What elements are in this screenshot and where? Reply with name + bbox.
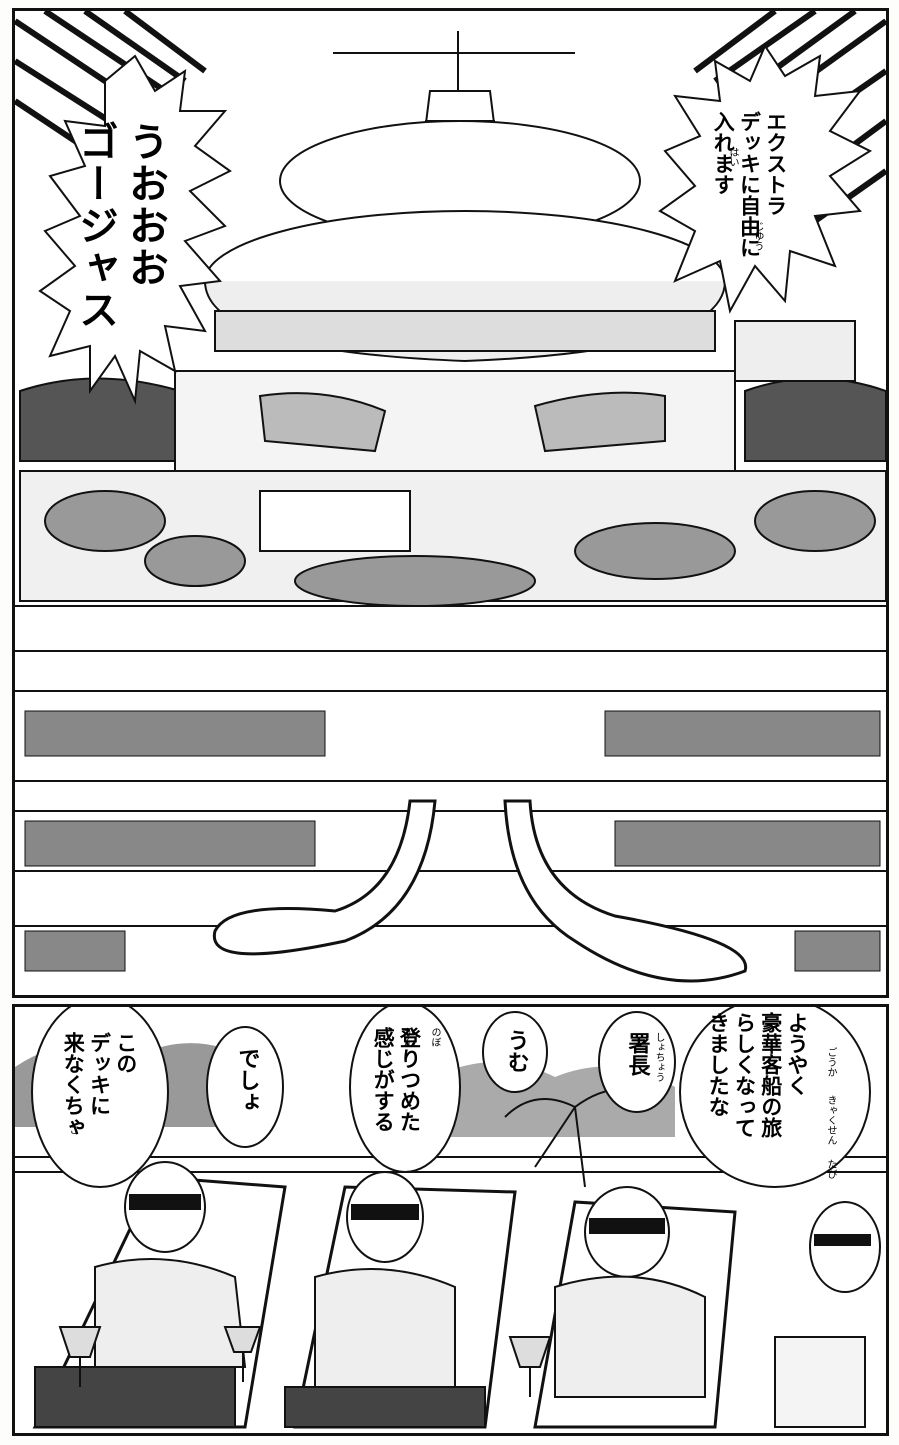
ruby-shochou: しょちょう <box>653 1032 664 1082</box>
ruby-ko: こ <box>67 1125 78 1135</box>
ruby-kan: かん <box>401 1027 412 1047</box>
wine-glasses <box>58 1326 552 1397</box>
panel-ship-deck: うおおお ゴージャス エクストラ デッキに自由に 入れます じゆう はい <box>12 8 889 998</box>
railings <box>15 605 886 927</box>
sfx-burst <box>38 54 232 405</box>
dialogue-extra-deck: エクストラ デッキに自由に 入れます <box>711 111 788 258</box>
dialogue-desho: でしょ <box>234 1047 260 1113</box>
dialogue-nobori: 登りつめた 感じがする <box>371 1027 422 1132</box>
lounger-rows <box>24 710 881 972</box>
ruby-jiyuu: じゆう <box>752 221 763 251</box>
ruby-gouka: ごうか <box>825 1047 836 1077</box>
dialogue-youyaku: ようやく 豪華客船の旅 らしくなって きましたな <box>706 1012 809 1138</box>
garden-deck <box>19 470 886 607</box>
water-slides <box>212 799 748 983</box>
ruby-tabi: たび <box>825 1159 836 1179</box>
ruby-nobo: のぼ <box>429 1027 440 1047</box>
side-structures <box>19 320 886 462</box>
speech-bubbles <box>31 1007 871 1188</box>
pool-deck <box>174 370 736 475</box>
dialogue-umu: うむ <box>503 1029 529 1073</box>
dialogue-kono-deck: この デッキに 来なくちゃ <box>61 1032 138 1137</box>
ruby-hai: はい <box>727 147 738 167</box>
upper-deck <box>204 120 726 363</box>
woman-reading <box>774 1201 881 1428</box>
men-sunbathing <box>34 1161 706 1428</box>
speech-bubble-extra-deck <box>658 43 873 314</box>
ship-deck-illustration <box>15 11 886 983</box>
sfx-text: うおおお ゴージャス <box>72 121 168 331</box>
ruby-kyakusen: きゃくせん <box>825 1095 836 1145</box>
dialogue-shochou: 署長 <box>624 1032 650 1076</box>
panel-deck-chairs: ようやく 豪華客船の旅 らしくなって きましたな ごうか きゃくせん たび 署長… <box>12 1004 889 1436</box>
